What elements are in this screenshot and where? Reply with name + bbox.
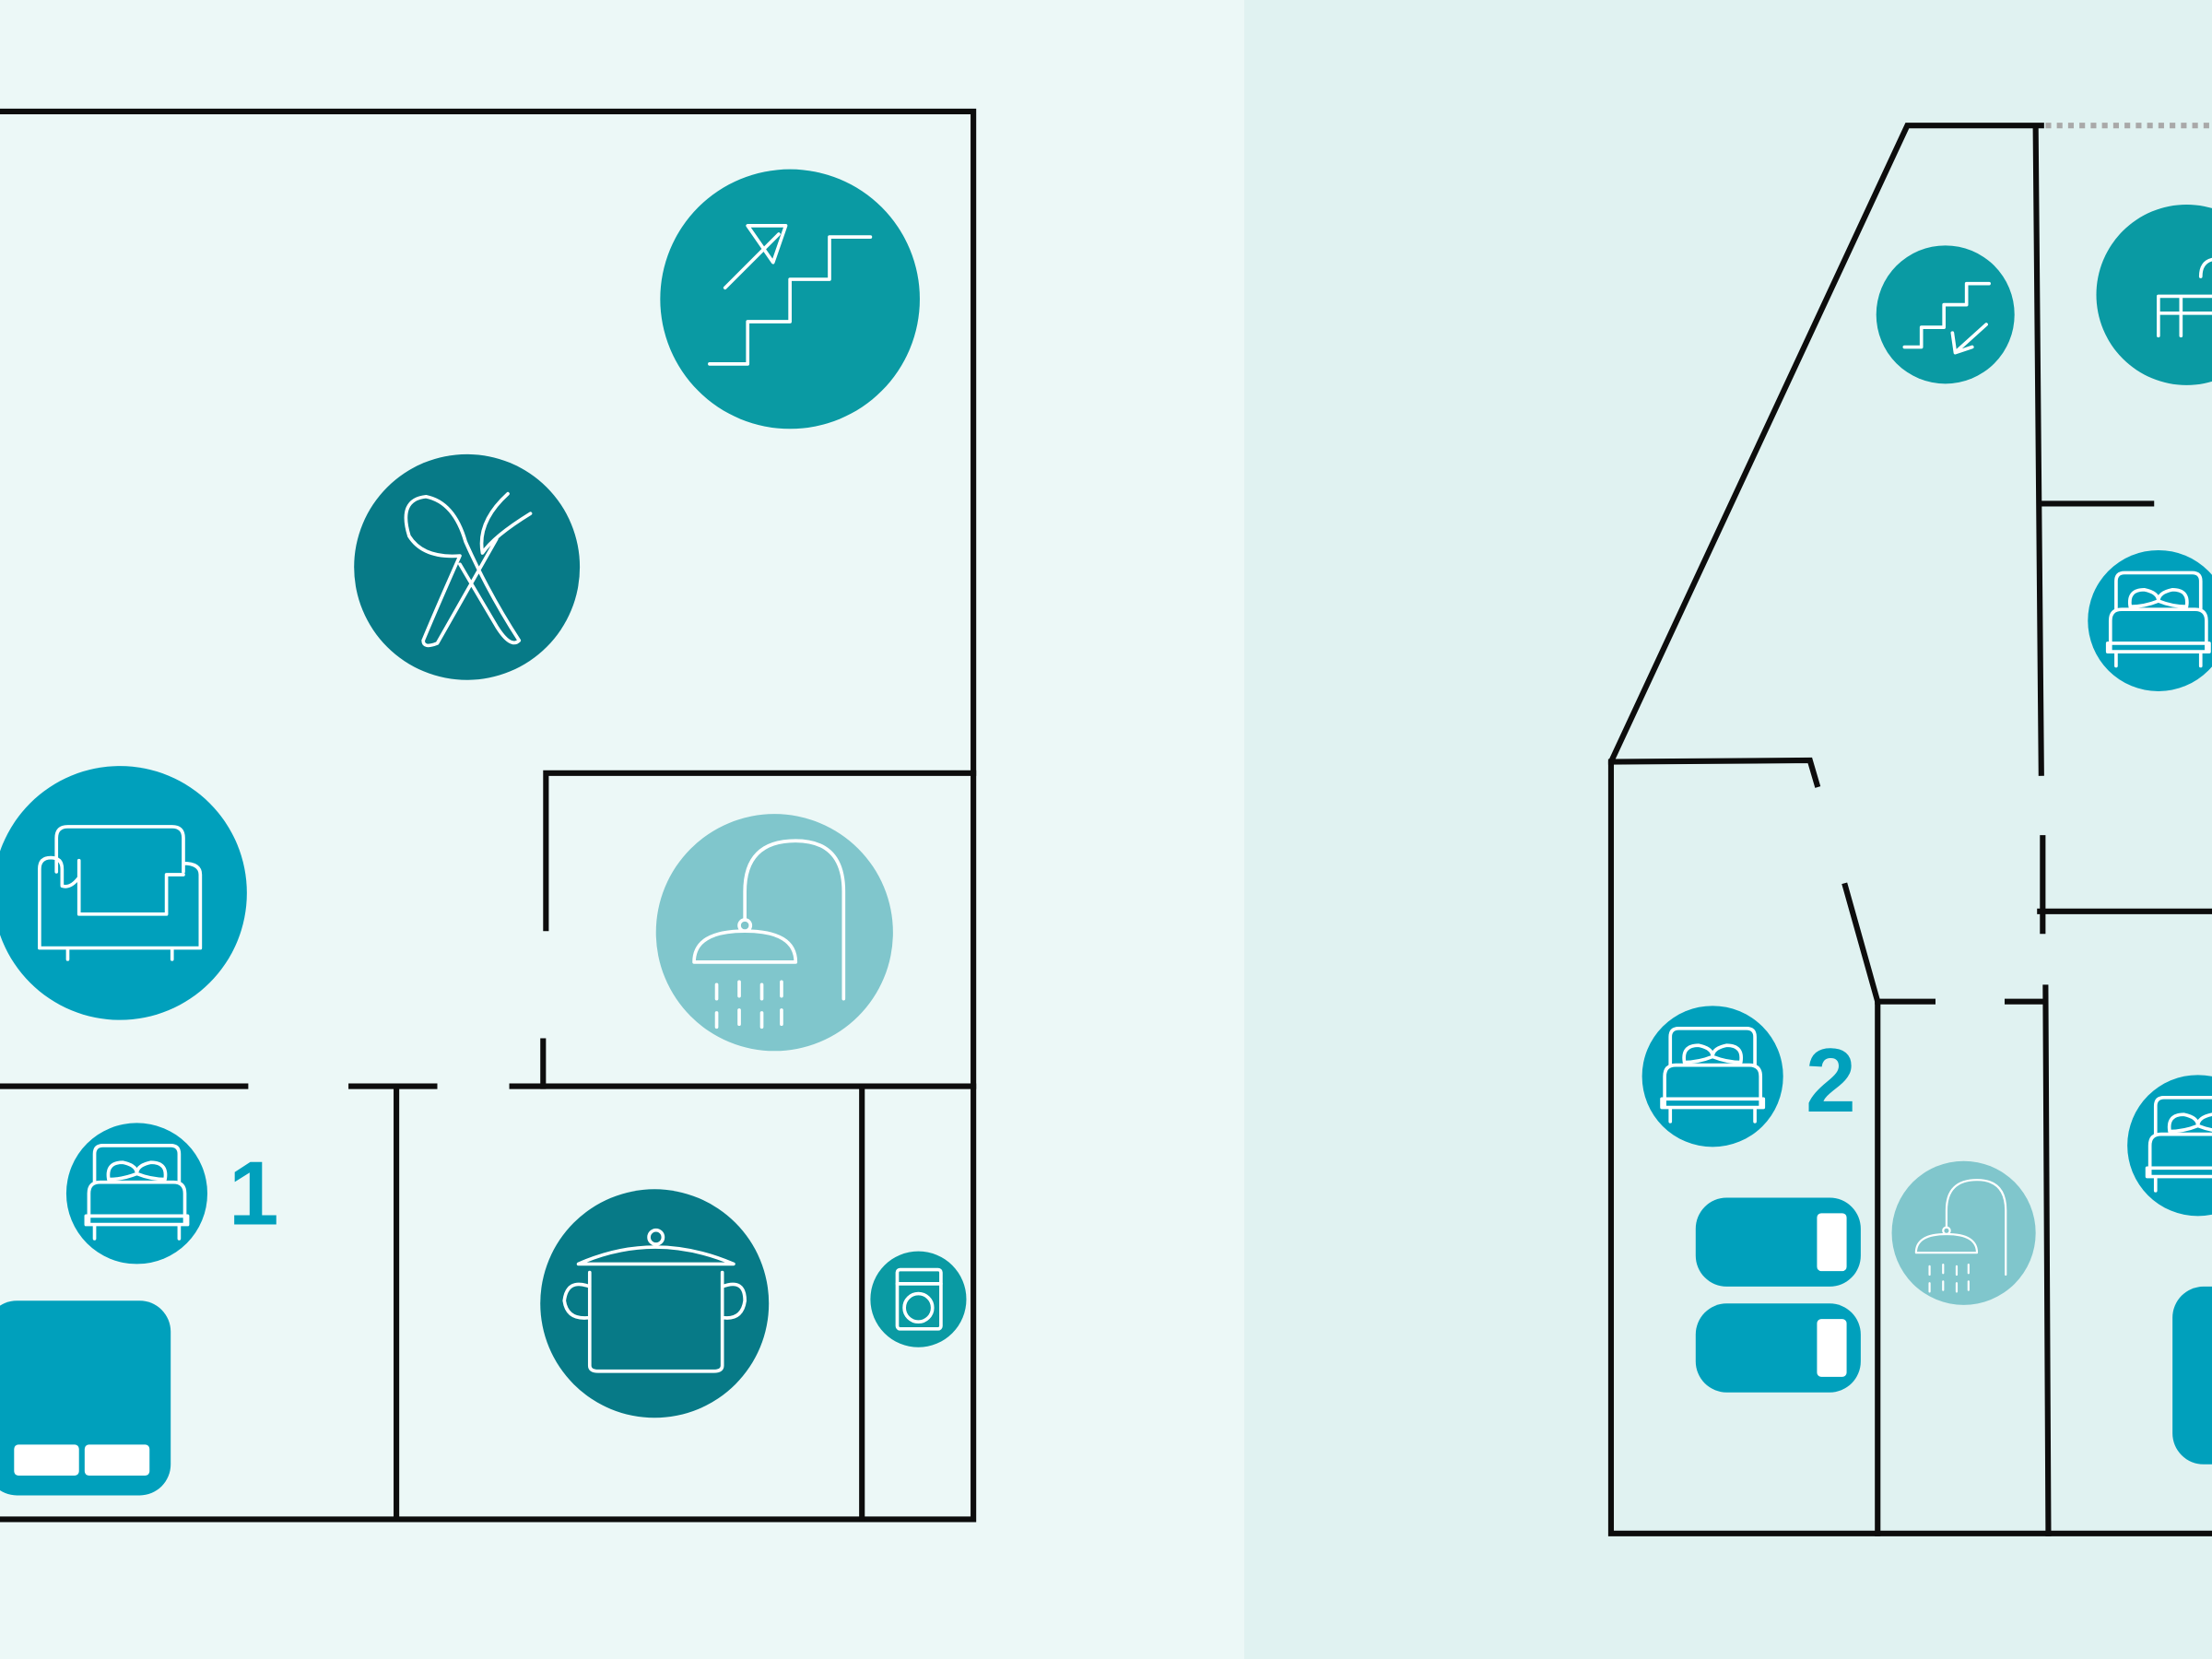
shower-icon xyxy=(655,814,893,1052)
ground-floor-walls xyxy=(0,108,977,1523)
bed-furniture xyxy=(2172,1286,2212,1465)
sofa-icon xyxy=(0,766,247,1020)
bed-icon xyxy=(1641,1006,1783,1147)
single-bed-furniture xyxy=(1695,1303,1861,1393)
fireplace-icon xyxy=(2096,204,2212,385)
right-panel-background xyxy=(1244,0,2212,1659)
cooking-pot-icon xyxy=(540,1189,770,1418)
bedroom-2-label: 2 xyxy=(1806,1030,1855,1131)
stairs-down-icon xyxy=(1876,245,2015,384)
bed-furniture xyxy=(0,1300,171,1496)
bedroom-1-label: 1 xyxy=(229,1143,278,1244)
bed-icon xyxy=(65,1123,207,1265)
dining-icon xyxy=(354,453,581,680)
shower-icon xyxy=(1891,1160,2036,1305)
stairs-up-icon xyxy=(660,169,920,429)
single-bed-furniture xyxy=(1695,1197,1861,1287)
upper-floor-walls xyxy=(1607,123,2212,1536)
bed-icon xyxy=(2127,1075,2212,1217)
washing-machine-icon xyxy=(870,1251,967,1347)
bed-icon xyxy=(2088,549,2212,691)
